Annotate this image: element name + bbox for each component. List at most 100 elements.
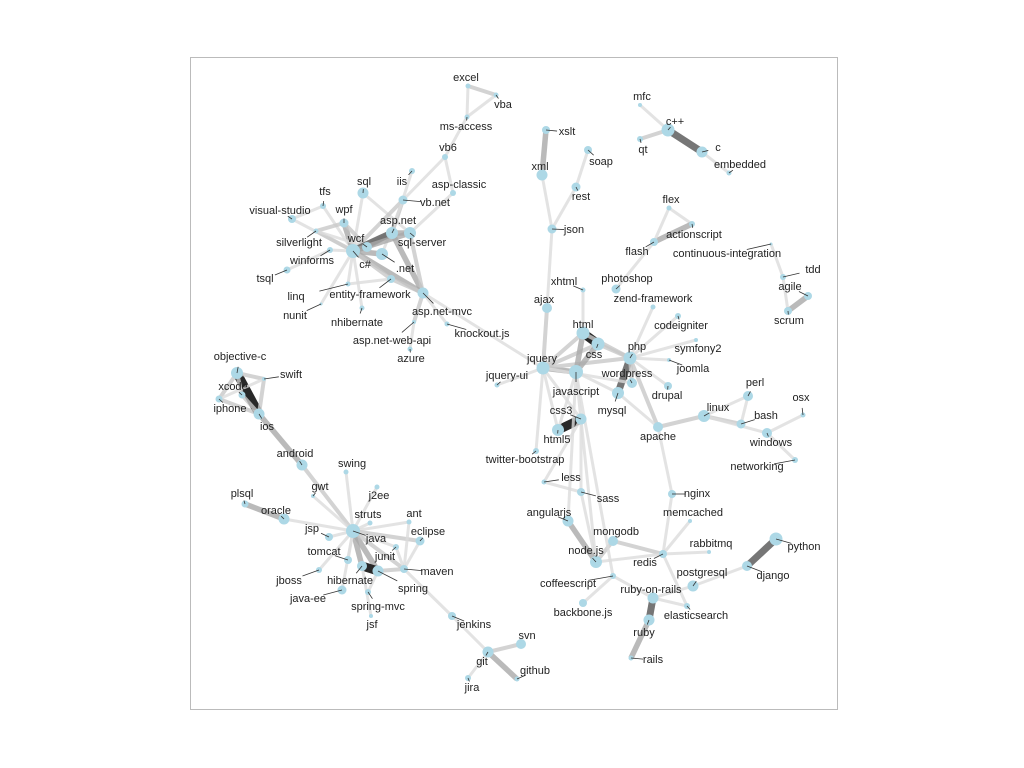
- edge-ajax-jquery: [541, 307, 549, 369]
- node-label-swing: swing: [338, 458, 366, 470]
- node-ajax[interactable]: [542, 303, 552, 313]
- node-label-tfs: tfs: [319, 186, 331, 198]
- node-symfony2[interactable]: [694, 338, 698, 342]
- leader-line-jquery-ui: [496, 381, 501, 386]
- node-label-jenkins: jenkins: [456, 619, 492, 631]
- node-mongodb[interactable]: [608, 536, 618, 546]
- edge-asp-classic-sql-server: [408, 191, 455, 235]
- node-label-drupal: drupal: [652, 390, 683, 402]
- node-html[interactable]: [576, 326, 590, 340]
- node-label-ruby: ruby: [633, 627, 655, 639]
- node-label-iis: iis: [397, 176, 408, 188]
- leader-line-visual-studio: [287, 215, 293, 220]
- edge-git-svn: [487, 642, 522, 654]
- node-excel[interactable]: [465, 83, 471, 89]
- leader-line-jenkins: [451, 615, 465, 622]
- edge-apache-nginx: [656, 426, 674, 495]
- node-label-windows: windows: [749, 437, 793, 449]
- leader-line-plsql: [243, 500, 246, 505]
- leader-line-css3: [570, 414, 582, 420]
- node-label-svn: svn: [518, 630, 535, 642]
- leader-line-nhibernate: [359, 307, 363, 314]
- edge-wpf-silverlight: [315, 221, 345, 233]
- node-label-azure: azure: [397, 353, 425, 365]
- edge-ruby-on-rails-elasticsearch: [652, 596, 688, 608]
- node-asp-classic[interactable]: [450, 190, 456, 196]
- edge-flash-flex: [652, 207, 671, 243]
- node-label-objective-c: objective-c: [214, 351, 267, 363]
- node-label-vba: vba: [494, 99, 513, 111]
- edge-ms-access-vb6: [443, 116, 469, 158]
- edge-less-css3: [542, 418, 583, 483]
- leader-line-gwt: [312, 492, 316, 497]
- leader-line-joomla: [668, 359, 683, 366]
- node-rabbitmq[interactable]: [707, 550, 711, 554]
- edge-less-sass: [543, 480, 582, 494]
- node-label-embedded: embedded: [714, 159, 766, 171]
- node-vb6[interactable]: [442, 154, 448, 160]
- edge-swift-ios: [257, 378, 266, 415]
- leader-line-knockout-js: [446, 323, 467, 330]
- node-xml[interactable]: [536, 169, 548, 181]
- edge-tfs-visual-studio: [291, 204, 324, 221]
- leader-line-wcf: [362, 243, 368, 248]
- node-jquery[interactable]: [536, 361, 550, 375]
- node-label-redis: redis: [633, 557, 657, 569]
- node-backbone-js[interactable]: [579, 599, 587, 607]
- node-label-xslt: xslt: [559, 126, 576, 138]
- node-swing[interactable]: [343, 469, 349, 475]
- leader-line-coffeescript: [588, 575, 614, 581]
- node-label-backbone-js: backbone.js: [554, 607, 613, 619]
- edge-php-symfony2: [629, 338, 697, 360]
- node-ant[interactable]: [406, 519, 412, 525]
- node-label-javascript: javascript: [552, 386, 599, 398]
- node-apache[interactable]: [653, 422, 663, 432]
- leader-line-osx: [801, 407, 804, 416]
- leader-line-silverlight: [306, 230, 317, 238]
- node-label-less: less: [561, 472, 581, 484]
- edge-vb6-asp-classic: [443, 156, 455, 194]
- leader-line-sass: [580, 491, 596, 497]
- node-zend-framework[interactable]: [650, 304, 656, 310]
- node-jsf[interactable]: [369, 614, 373, 618]
- edge-postgresql-django: [692, 564, 748, 588]
- leader-line-continuous-integration: [746, 243, 772, 250]
- node-label-asp-classic: asp-classic: [432, 179, 487, 191]
- leader-line-spring: [377, 570, 398, 582]
- edge-apache-linux: [657, 414, 705, 429]
- leader-line-rails: [630, 657, 644, 660]
- edge-maven-jenkins: [402, 567, 454, 618]
- leader-line-django: [746, 565, 762, 572]
- edge-asp-net-mvc-entity-framework: [390, 277, 424, 295]
- node-label-oracle: oracle: [261, 505, 291, 517]
- node-struts[interactable]: [367, 520, 373, 526]
- leader-line-less: [543, 479, 559, 483]
- node-j2ee[interactable]: [374, 484, 380, 490]
- edge-iphone-ios: [218, 397, 260, 416]
- node-label-bash: bash: [754, 410, 778, 422]
- node-label-git: git: [476, 656, 488, 668]
- node-svn[interactable]: [516, 639, 526, 649]
- leader-line-tomcat: [334, 555, 349, 561]
- node-label-jquery-ui: jquery-ui: [485, 370, 528, 382]
- edge-jquery-twitter-bootstrap: [534, 367, 545, 452]
- node-label-ms-access: ms-access: [440, 121, 493, 133]
- leader-line-maven: [403, 568, 423, 572]
- edge-coffeescript-javascript: [574, 371, 615, 577]
- edge-c-nunit: [319, 250, 355, 305]
- edge-git-github: [486, 649, 519, 682]
- edge-excel-ms-access: [465, 85, 470, 118]
- edge-redis-rabbitmq: [662, 550, 710, 556]
- node-flex[interactable]: [666, 205, 672, 211]
- node-label-mysql: mysql: [598, 405, 627, 417]
- edge-java-jboss: [317, 530, 355, 571]
- node-mfc[interactable]: [638, 103, 642, 107]
- edge-mysql-apache: [617, 391, 659, 429]
- node-label-joomla: joomla: [676, 363, 710, 375]
- edge-json-ajax: [545, 228, 554, 309]
- leader-line-ruby: [646, 619, 650, 625]
- node-ruby-on-rails[interactable]: [647, 592, 659, 604]
- node-memcached[interactable]: [688, 519, 692, 523]
- node-label-github: github: [520, 665, 550, 677]
